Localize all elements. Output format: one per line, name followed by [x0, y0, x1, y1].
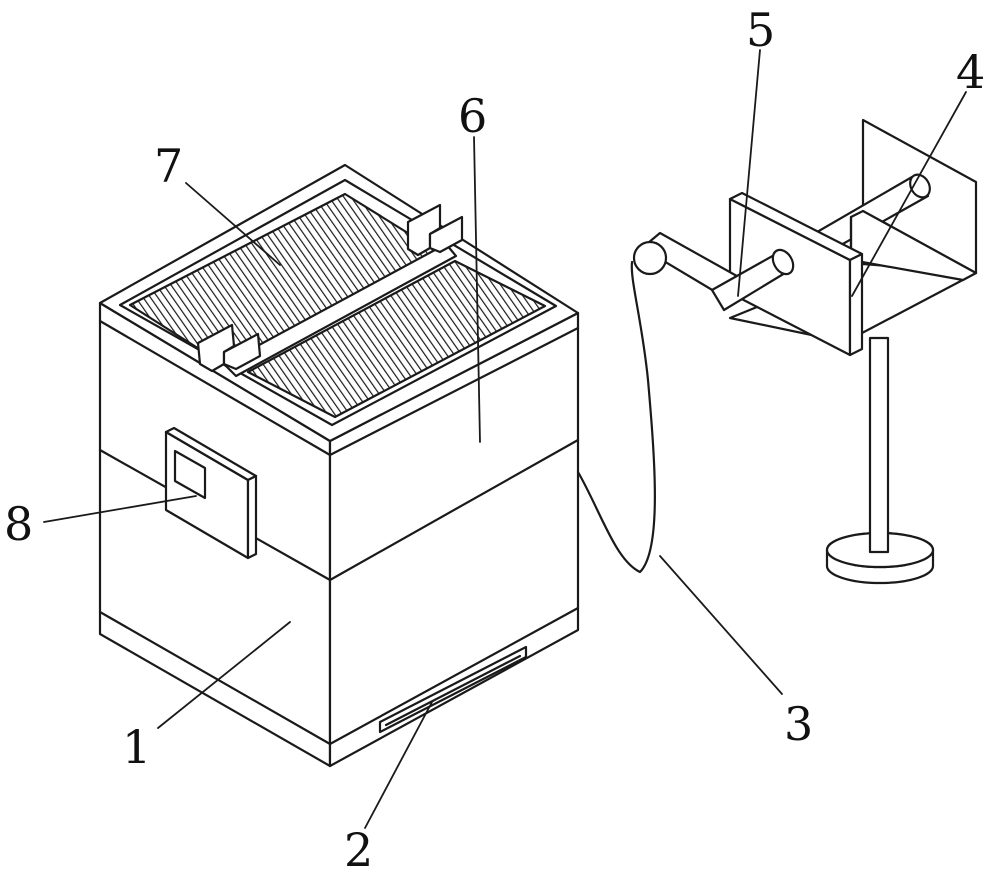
- leader-2: [364, 701, 433, 829]
- reference-numerals: 1 2 3 4 5 6 7 8: [4, 3, 985, 877]
- label-6: 6: [458, 89, 487, 143]
- label-8: 8: [4, 497, 33, 551]
- label-7: 7: [154, 139, 183, 193]
- cable: [576, 260, 656, 574]
- leader-8: [43, 495, 197, 523]
- display-panel: [164, 426, 258, 560]
- label-3: 3: [784, 697, 813, 751]
- leader-1: [157, 621, 291, 729]
- stand-pole: [868, 336, 890, 554]
- leader-3: [659, 555, 783, 695]
- bottom-slot: [378, 645, 528, 734]
- leader-7: [185, 182, 281, 266]
- leader-6: [473, 136, 481, 443]
- front-clip-right: [222, 332, 262, 371]
- display-screen: [173, 449, 207, 500]
- crank-handle-knob: [632, 240, 668, 276]
- rear-clip-right: [428, 215, 464, 254]
- label-1: 1: [122, 720, 151, 774]
- label-5: 5: [746, 3, 775, 57]
- label-4: 4: [956, 45, 985, 99]
- divider-rod: [222, 242, 458, 378]
- right-tray: [246, 259, 547, 419]
- leader-5: [737, 49, 761, 297]
- label-2: 2: [344, 823, 373, 877]
- leader-4: [851, 91, 967, 297]
- cabinet-top: [98, 163, 580, 443]
- reel-stand: [632, 118, 978, 585]
- leader-lines: [43, 49, 967, 829]
